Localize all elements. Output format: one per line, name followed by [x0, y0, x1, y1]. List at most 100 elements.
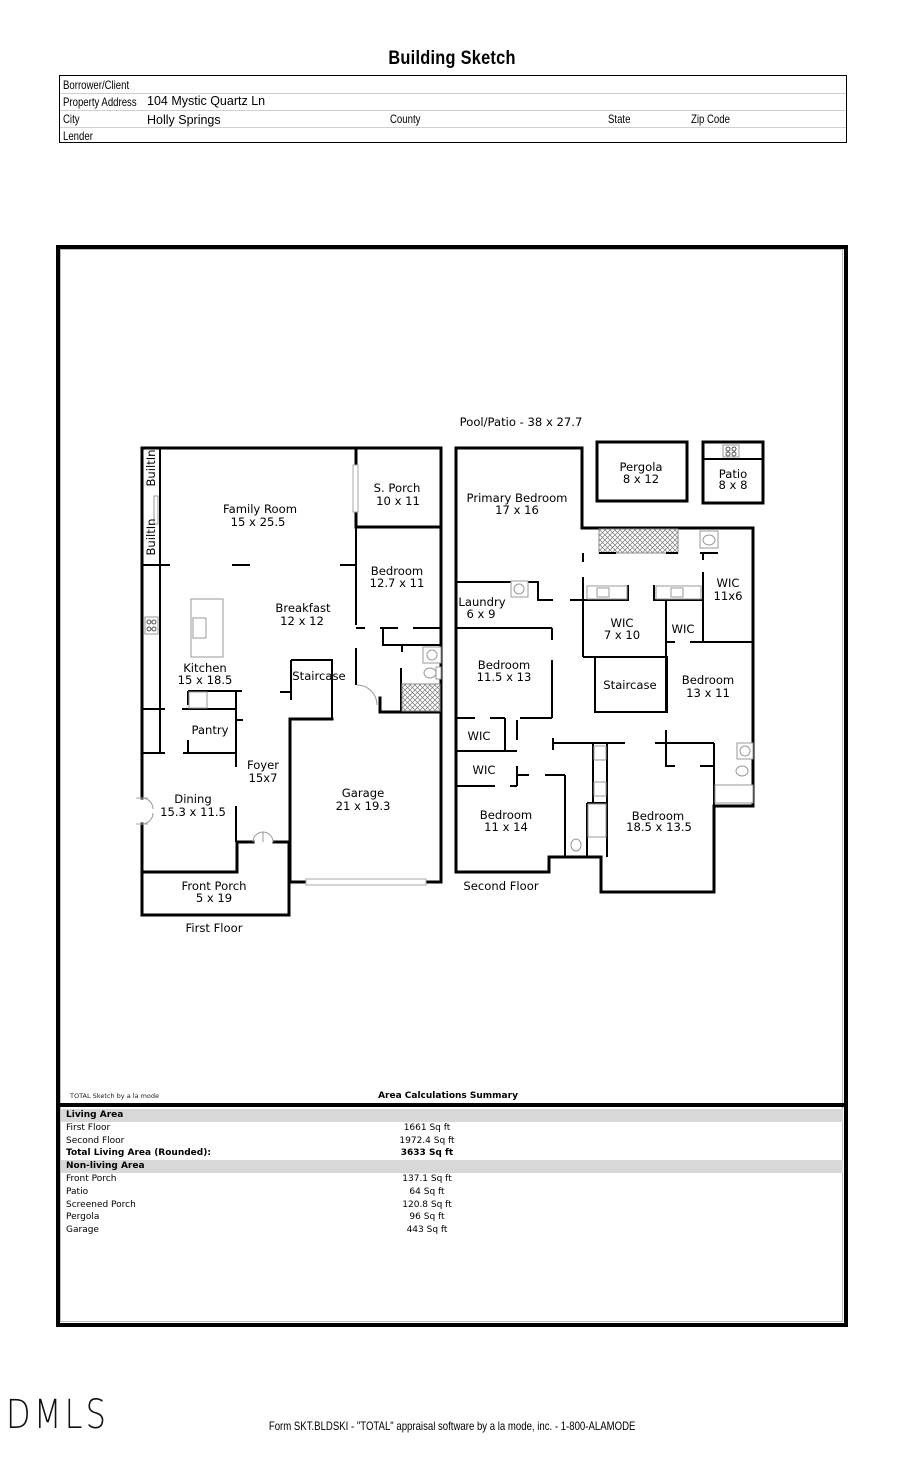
toilet-icon [423, 667, 437, 679]
room-dims: 8 x 12 [623, 472, 659, 486]
pergola-outline [595, 440, 689, 503]
borrower-label: Borrower/Client [63, 78, 130, 92]
area-summary-table: Living Area First Floor 1661 Sq ft Secon… [61, 1109, 843, 1237]
room-dims: 15 x 25.5 [231, 515, 286, 529]
room-name: Bedroom [371, 564, 423, 578]
room-name: Staircase [292, 669, 345, 683]
borrower-row: Borrower/Client [60, 76, 846, 94]
room-dims: 7 x 10 [604, 628, 640, 642]
living-area-header: Living Area [61, 1109, 843, 1122]
room-name: Bedroom [632, 809, 684, 823]
form-footer-text: Form SKT.BLDSKI - "TOTAL" appraisal soft… [268, 1419, 636, 1433]
sketch-credit: TOTAL Sketch by a la mode [70, 1092, 160, 1100]
room-dims: 8 x 8 [719, 478, 748, 492]
table-row: Screened Porch 120.8 Sq ft [61, 1199, 843, 1212]
room-dims: 17 x 16 [495, 503, 539, 517]
room-name: Breakfast [275, 601, 331, 615]
room-dims: 12.7 x 11 [370, 576, 425, 590]
table-row: First Floor 1661 Sq ft [61, 1122, 843, 1135]
room-name: WIC [717, 576, 740, 590]
page-title: Building Sketch [0, 48, 900, 70]
row-label: First Floor [66, 1122, 111, 1133]
room-dims: 13 x 11 [686, 686, 730, 700]
room-name: Bedroom [478, 658, 530, 672]
room-dims: 12 x 12 [280, 614, 324, 628]
row-label: Front Porch [66, 1173, 117, 1184]
room-dims: 10 x 11 [376, 494, 420, 508]
room-dims: 11.5 x 13 [477, 670, 532, 684]
room-name: Bedroom [682, 673, 734, 687]
row-label: Patio [66, 1186, 89, 1197]
form-footer: Form SKT.BLDSKI - "TOTAL" appraisal soft… [0, 1419, 900, 1433]
room-name: Patio [719, 467, 747, 481]
bathtub-icon [714, 784, 754, 804]
room-name: S. Porch [374, 481, 421, 495]
area-summary-title: Area Calculations Summary [378, 1091, 518, 1101]
row-label: Total Living Area (Rounded): [66, 1148, 211, 1159]
room-name: Front Porch [182, 879, 247, 893]
room-dims: 6 x 9 [467, 607, 496, 621]
room-name: Staircase [603, 678, 656, 692]
room-dims: 11 x 14 [484, 820, 528, 834]
room-dims: 15 x 18.5 [178, 673, 233, 687]
table-row: Second Floor 1972.4 Sq ft [61, 1135, 843, 1148]
room-dims: 15.3 x 11.5 [160, 805, 226, 819]
builtin-label: BuiltIn [144, 518, 158, 555]
nonliving-area-header: Non-living Area [61, 1160, 843, 1173]
room-name: WIC [672, 622, 695, 636]
row-value: 1661 Sq ft [403, 1122, 451, 1133]
room-name: WIC [468, 729, 491, 743]
sketch-frame [56, 245, 848, 1327]
floor-caption: Second Floor [463, 879, 538, 893]
patio-outline [701, 440, 765, 505]
room-name: WIC [473, 763, 496, 777]
toilet-icon [735, 765, 749, 777]
row-value: 120.8 Sq ft [402, 1199, 452, 1210]
shower-icon [598, 528, 679, 554]
room-name: WIC [611, 616, 634, 630]
room-name: Family Room [223, 502, 297, 516]
second-floor-plan: Pool/Patio - 38 x 27.7 [454, 415, 765, 894]
row-value: 3633 Sq ft [400, 1148, 454, 1159]
address-row: Property Address 104 Mystic Quartz Ln [60, 93, 846, 111]
room-dims: 18.5 x 13.5 [626, 820, 692, 834]
floor-caption: First Floor [186, 921, 243, 935]
row-label: Second Floor [66, 1135, 125, 1146]
room-name: Laundry [458, 595, 505, 609]
pool-patio-label: Pool/Patio - 38 x 27.7 [460, 415, 583, 429]
address-label: Property Address [63, 95, 137, 109]
room-name: Dining [174, 792, 211, 806]
room-name: Pantry [191, 723, 228, 737]
row-value: 137.1 Sq ft [402, 1173, 452, 1184]
total-living-row: Total Living Area (Rounded): 3633 Sq ft [61, 1147, 843, 1160]
row-value: 64 Sq ft [409, 1186, 445, 1197]
section-label: Living Area [66, 1110, 124, 1120]
bathtub-icon [587, 803, 607, 838]
table-row: Front Porch 137.1 Sq ft [61, 1173, 843, 1186]
row-value: 96 Sq ft [409, 1212, 445, 1223]
shower-icon [401, 683, 441, 712]
row-value: 1972.4 Sq ft [399, 1135, 455, 1146]
zip-label: Zip Code [691, 112, 730, 126]
city-row: City Holly Springs County State Zip Code [60, 110, 846, 128]
room-dims: 5 x 19 [196, 891, 232, 905]
page-title-text: Building Sketch [388, 48, 516, 69]
dmls-logo: DMLS [6, 1392, 110, 1438]
state-label: State [608, 112, 631, 126]
table-row: Pergola 96 Sq ft [61, 1211, 843, 1224]
toilet-icon [570, 838, 582, 852]
room-name: Primary Bedroom [467, 491, 568, 505]
summary-divider [58, 1103, 846, 1107]
room-name: Bedroom [480, 808, 532, 822]
room-name: Foyer [247, 758, 279, 772]
room-name: Pergola [619, 460, 662, 474]
address-value: 104 Mystic Quartz Ln [147, 94, 266, 108]
county-label: County [390, 112, 421, 126]
sketch-frame-inner [60, 249, 843, 1322]
section-label: Non-living Area [66, 1161, 145, 1172]
lender-row: Lender [60, 127, 846, 144]
property-info-form: Borrower/Client Property Address 104 Mys… [59, 75, 847, 143]
room-dims: 11x6 [714, 589, 743, 603]
staircase-outline [594, 656, 668, 713]
room-dims: 21 x 19.3 [336, 799, 391, 813]
